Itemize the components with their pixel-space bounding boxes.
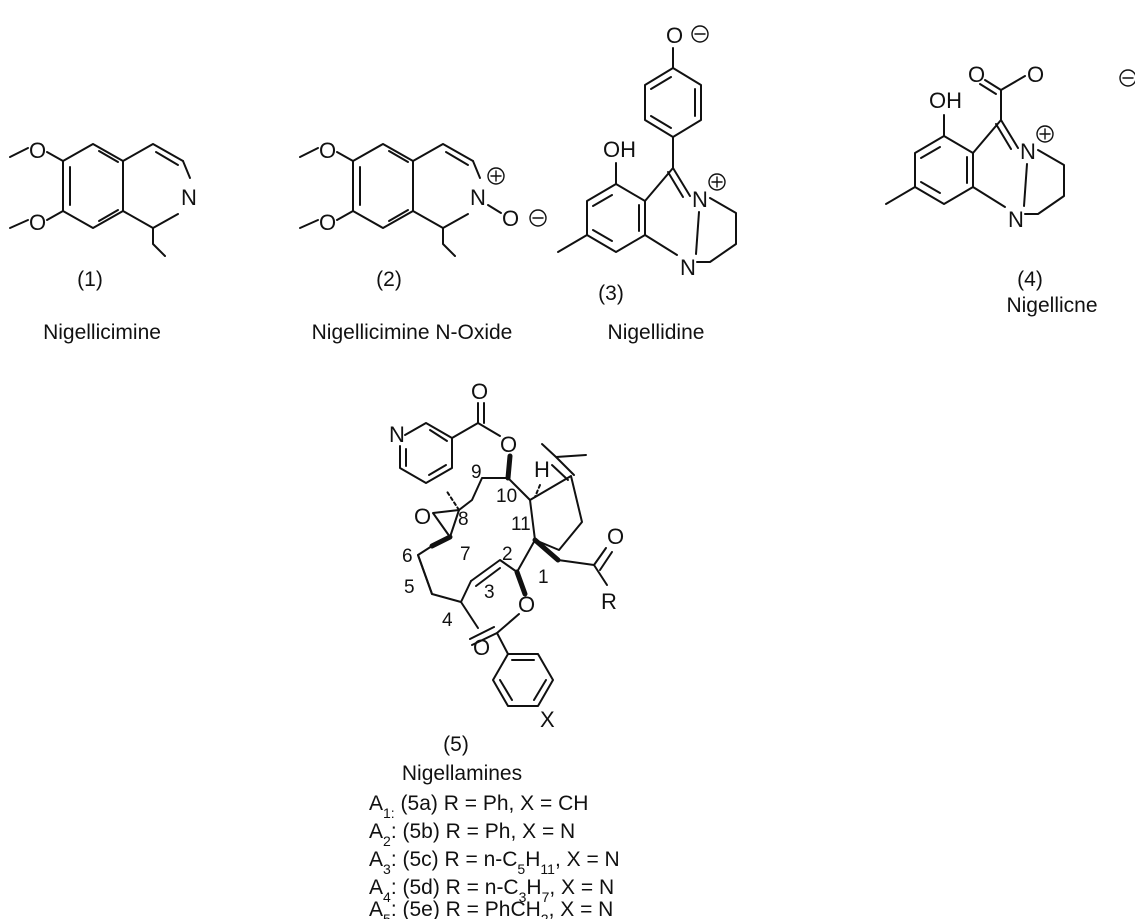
atom-o-oxide: O xyxy=(502,206,519,231)
series-item-a4: A4: (5d) R = n-C3H7, X = N xyxy=(369,876,614,905)
structure-nigellicimine: O O N (1) Nigellicimine xyxy=(9,138,197,344)
locant-8: 8 xyxy=(458,509,469,530)
structure-nigellicimine-n-oxide: O O N O (2) Nigellicimine N-Oxide xyxy=(299,138,547,344)
atom-o-methoxy-4: O xyxy=(319,210,336,235)
atom-o-carbonyl-bottom: O xyxy=(473,635,490,660)
atom-o-ketone: O xyxy=(607,524,624,549)
atom-o-phenoxide: O xyxy=(666,23,683,48)
locant-3: 3 xyxy=(484,582,495,603)
atom-o-methoxy-1: O xyxy=(29,138,46,163)
atom-r-group: R xyxy=(601,589,617,614)
compound-name-4: Nigellicne xyxy=(1006,294,1097,317)
compound-name-5: Nigellamines xyxy=(402,762,522,785)
compound-id-1: (1) xyxy=(77,268,103,291)
locant-6: 6 xyxy=(402,546,413,567)
locant-7: 7 xyxy=(460,544,471,565)
compound-id-3: (3) xyxy=(598,282,624,305)
compound-name-1: Nigellicimine xyxy=(43,321,161,344)
atom-n-pyridine: N xyxy=(389,422,405,447)
atom-o-ester-top: O xyxy=(500,432,517,457)
locant-2: 2 xyxy=(502,544,513,565)
compound-name-2: Nigellicimine N-Oxide xyxy=(312,321,513,344)
series-item-a5: A5: (5e) R = PhCH2, X = N xyxy=(369,898,613,919)
nigellamines-series-list: A1: (5a) R = Ph, X = CH A2: (5b) R = Ph,… xyxy=(369,792,620,919)
atom-o-ester-bottom: O xyxy=(518,592,535,617)
locant-9: 9 xyxy=(471,462,482,483)
compound-id-2: (2) xyxy=(376,268,402,291)
locant-11: 11 xyxy=(511,514,531,535)
atom-n-nigellicne-2: N xyxy=(1020,139,1036,164)
atom-n-nigellicne-1: N xyxy=(1008,207,1024,232)
locant-4: 4 xyxy=(442,610,453,631)
atom-oh-nigellicne: OH xyxy=(929,88,962,113)
atom-o-carbonyl-nigellicne: O xyxy=(968,62,985,87)
atom-o-epoxide: O xyxy=(414,504,431,529)
structure-nigellidine: O OH N N (3) Nigellidine xyxy=(557,23,737,344)
atom-o-carboxylate: O xyxy=(1027,62,1044,87)
series-item-a2: A2: (5b) R = Ph, X = N xyxy=(369,820,575,849)
atom-o-carbonyl-top: O xyxy=(471,379,488,404)
atom-o-methoxy-2: O xyxy=(29,210,46,235)
locant-1: 1 xyxy=(538,567,549,588)
compound-id-4: (4) xyxy=(1017,268,1043,291)
compound-name-3: Nigellidine xyxy=(608,321,705,344)
structure-nigellamines: N O O H O O O X xyxy=(389,379,624,785)
atom-n-nigellicimine: N xyxy=(181,185,197,210)
atom-n-nigellidine-2: N xyxy=(692,187,708,212)
atom-n-oxide-nitrogen: N xyxy=(470,185,486,210)
atom-o-methoxy-3: O xyxy=(319,138,336,163)
atom-n-nigellidine-1: N xyxy=(680,255,696,280)
atom-h-stereo: H xyxy=(534,457,550,482)
structure-nigellicne: OH N N O O (4) Nigellicne xyxy=(885,62,1135,317)
atom-x-ring: X xyxy=(540,707,555,732)
atom-oh-nigellidine: OH xyxy=(603,137,636,162)
series-item-a3: A3: (5c) R = n-C5H11, X = N xyxy=(369,848,620,877)
series-item-a1: A1: (5a) R = Ph, X = CH xyxy=(369,792,588,821)
locant-10: 10 xyxy=(496,486,517,507)
compound-id-5: (5) xyxy=(443,733,469,756)
locant-5: 5 xyxy=(404,577,415,598)
